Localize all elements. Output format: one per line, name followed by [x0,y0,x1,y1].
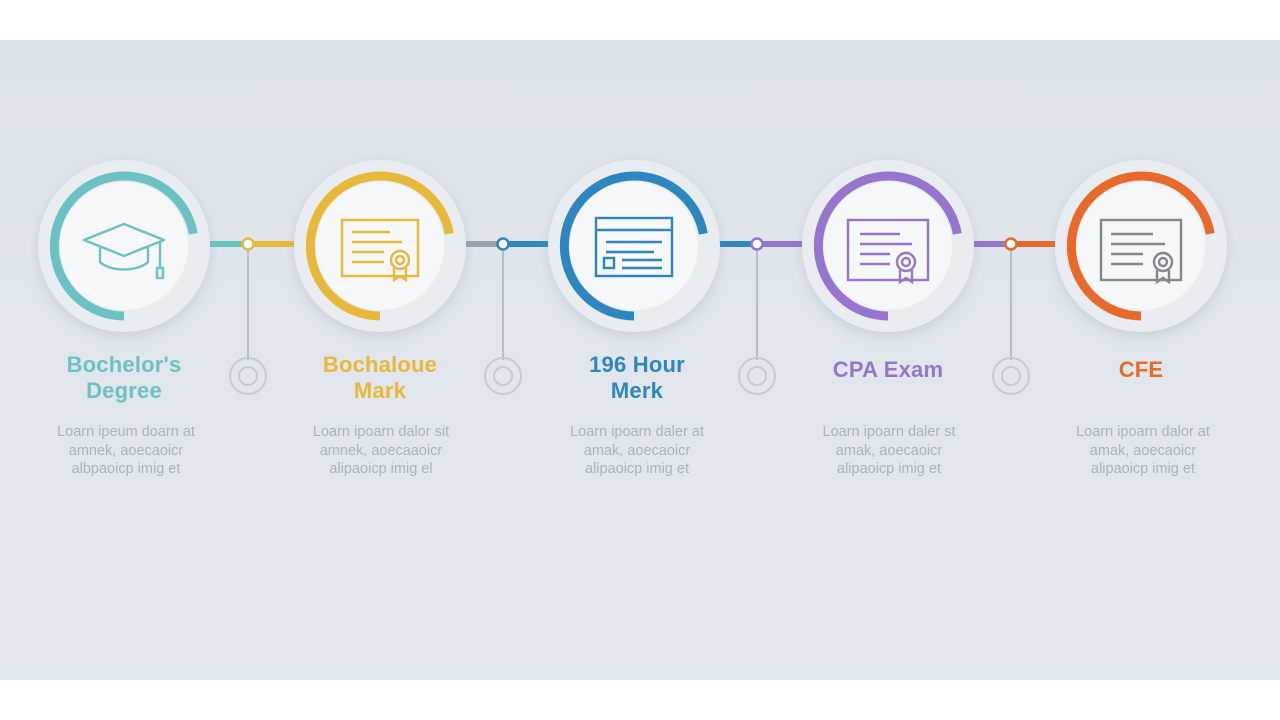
junction-1 [229,237,267,395]
step-2-title: Bochaloue Mark [322,352,438,403]
step-4-description: Loarn ipoarn daler st amak, aoecaoicr al… [822,424,956,477]
step-1-description: Loarn ipeum doarn at amnek, aoecaoicr al… [57,424,195,477]
step-3-title: 196 Hour Merk [589,352,685,403]
step-1-arc [49,171,198,321]
id-card-icon [594,216,674,278]
certificate-icon [846,218,930,285]
certificate-icon [1099,218,1183,285]
step-3-arc [559,171,708,321]
junction-2 [484,237,522,395]
step-4-arc [813,171,962,321]
step-3-node [548,160,720,332]
step-1-node [38,160,210,332]
step-2-arc [305,171,454,321]
graduation-cap-icon [82,222,166,280]
step-4-node [802,160,974,332]
step-2-node [294,160,466,332]
junction-4 [992,237,1030,395]
step-4-title: CPA Exam [832,357,944,382]
step-5-arc [1066,171,1215,321]
step-5-description: Loarn ipoarn dalor at amak, aoecaoicr al… [1076,424,1210,477]
step-5-title: CFE [1118,357,1164,382]
certificate-icon [340,218,420,283]
step-3-description: Loarn ipoarn daler at amak, aoecaoicr al… [570,424,704,477]
step-2-description: Loarn ipoarn dalor sit amnek, aoecaaoicr… [312,424,450,477]
junction-3 [738,237,776,395]
step-5-node [1055,160,1227,332]
step-1-title: Bochelor's Degree [66,352,182,403]
background-panel [0,40,1280,680]
